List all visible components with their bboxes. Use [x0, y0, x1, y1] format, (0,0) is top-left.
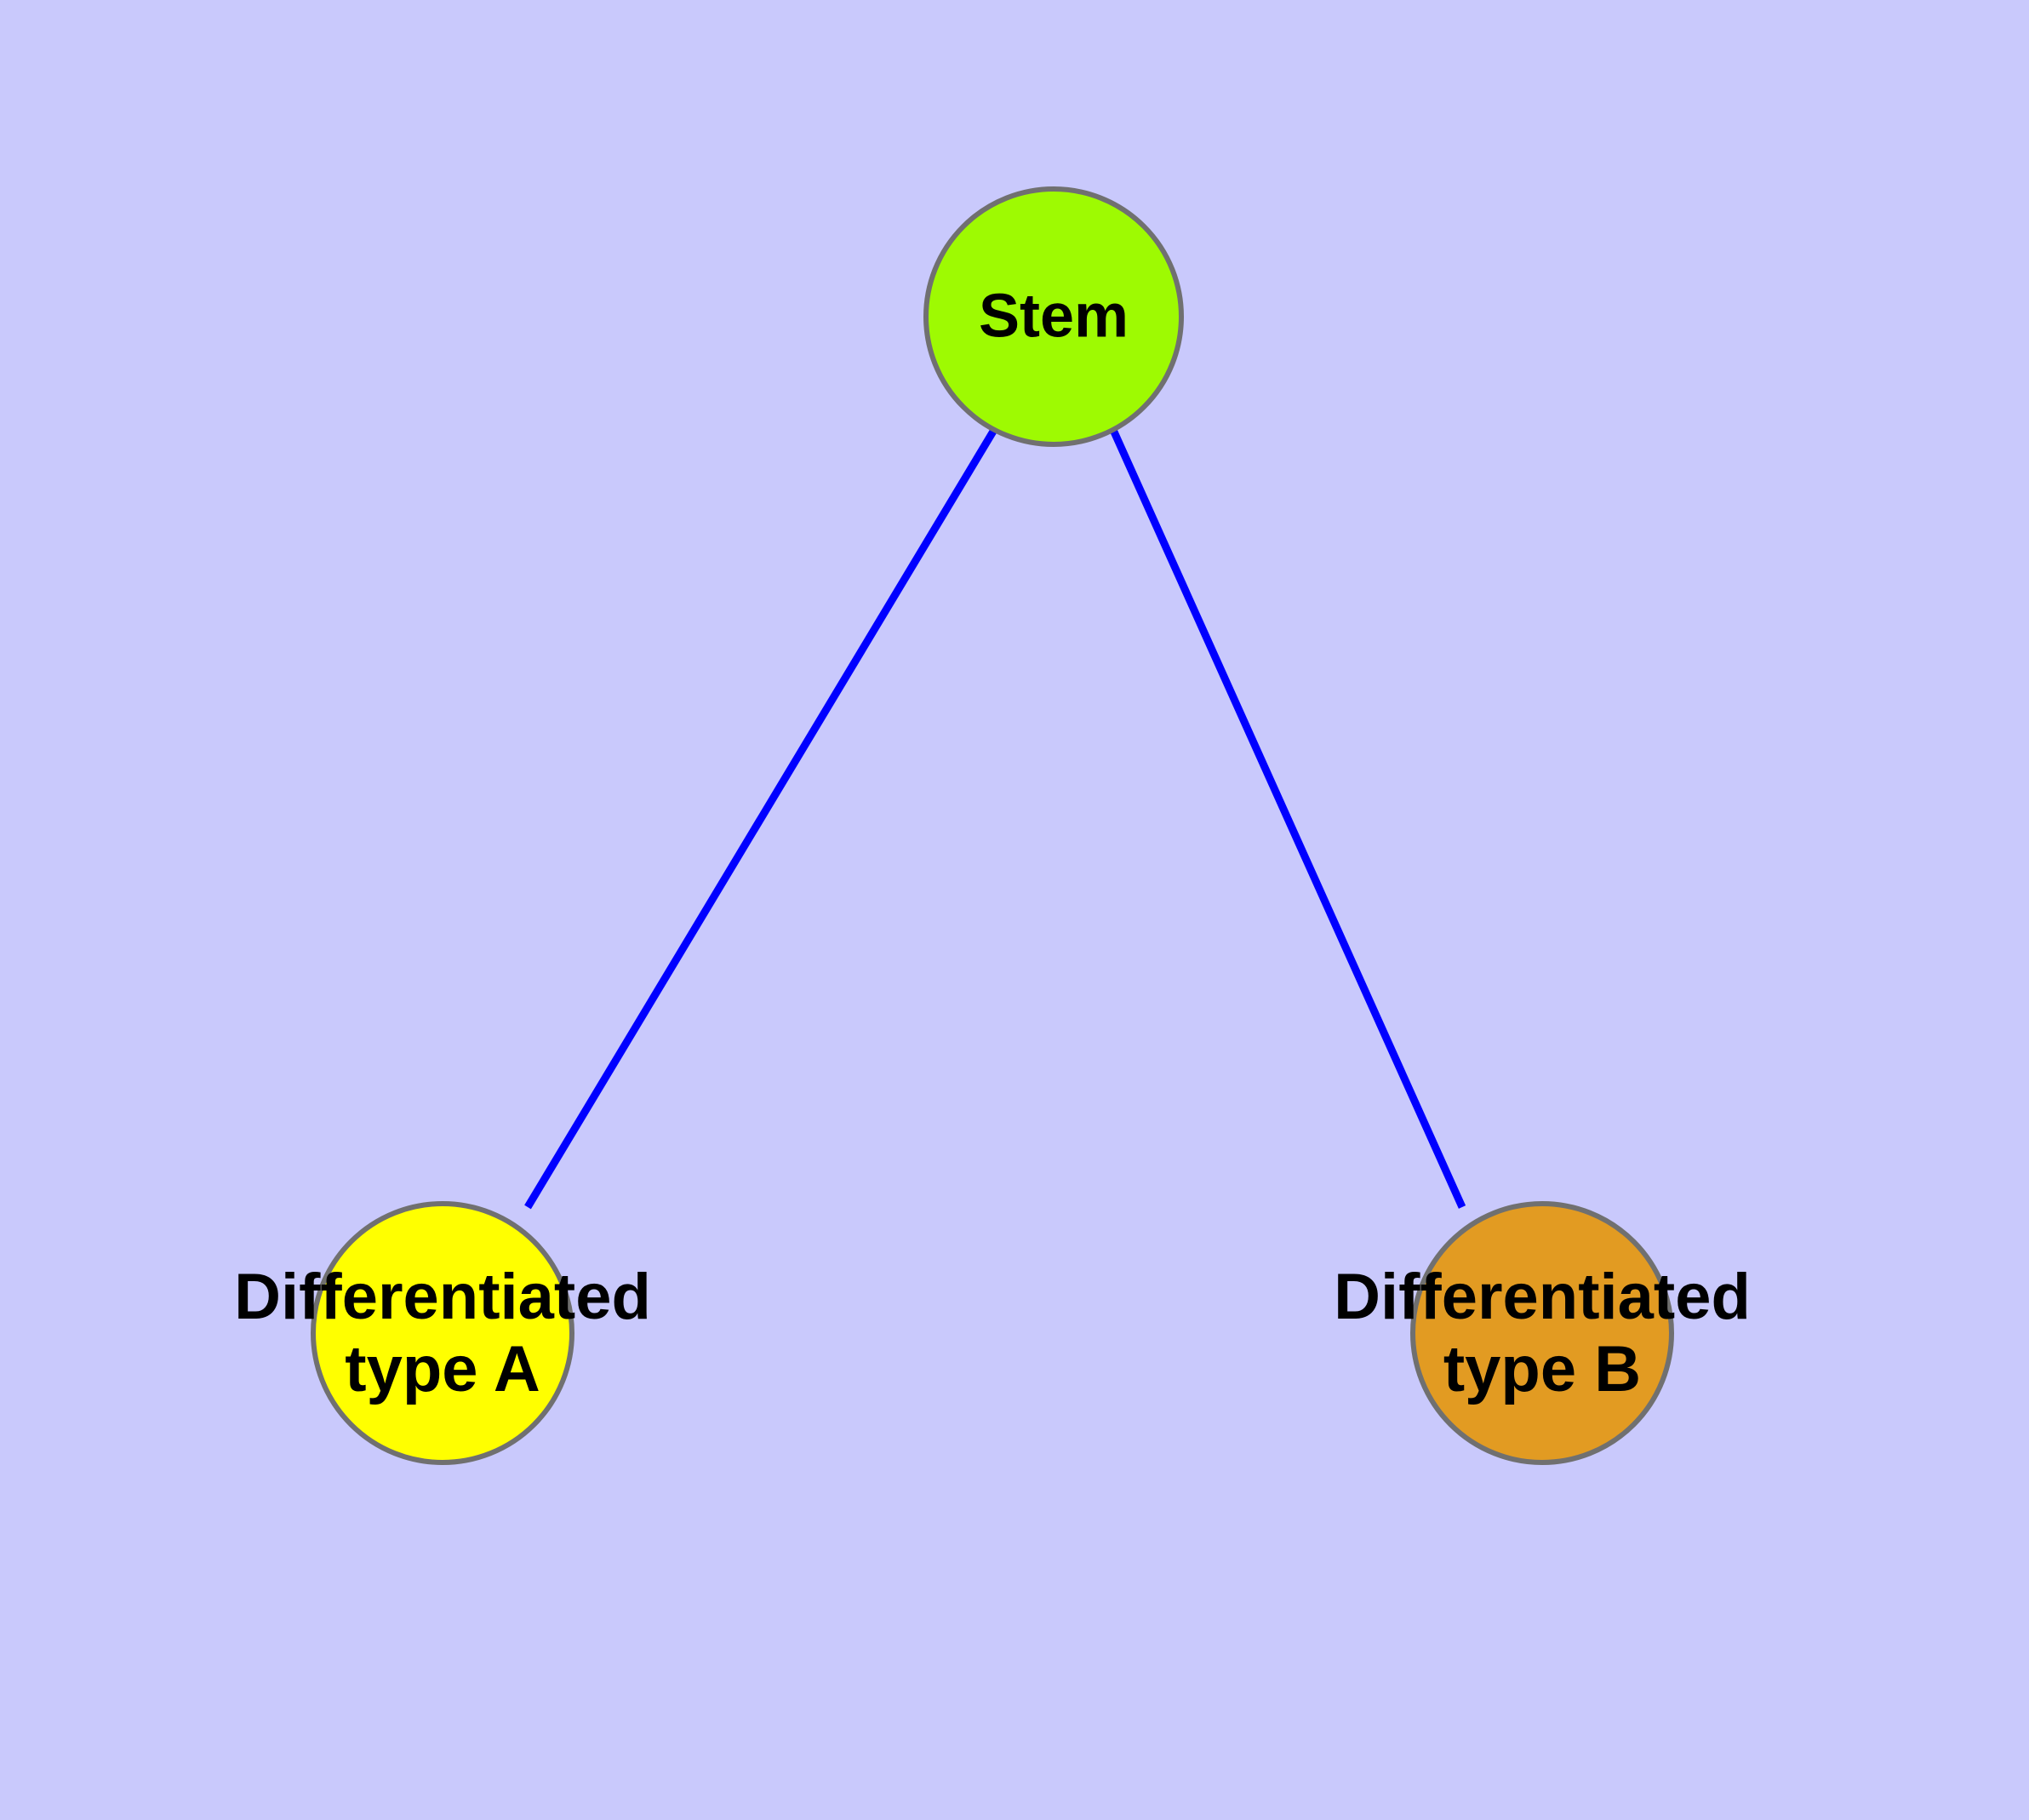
edge-layer: [524, 427, 1466, 1210]
graph-node-diff-a[interactable]: [311, 1201, 574, 1465]
graph-edge-stem-to-diff-a[interactable]: [524, 427, 997, 1210]
graph-node-stem[interactable]: [923, 186, 1184, 447]
graph-node-diff-b[interactable]: [1410, 1201, 1674, 1465]
node-layer: [311, 186, 1674, 1465]
graph-edge-stem-to-diff-b[interactable]: [1109, 428, 1466, 1209]
